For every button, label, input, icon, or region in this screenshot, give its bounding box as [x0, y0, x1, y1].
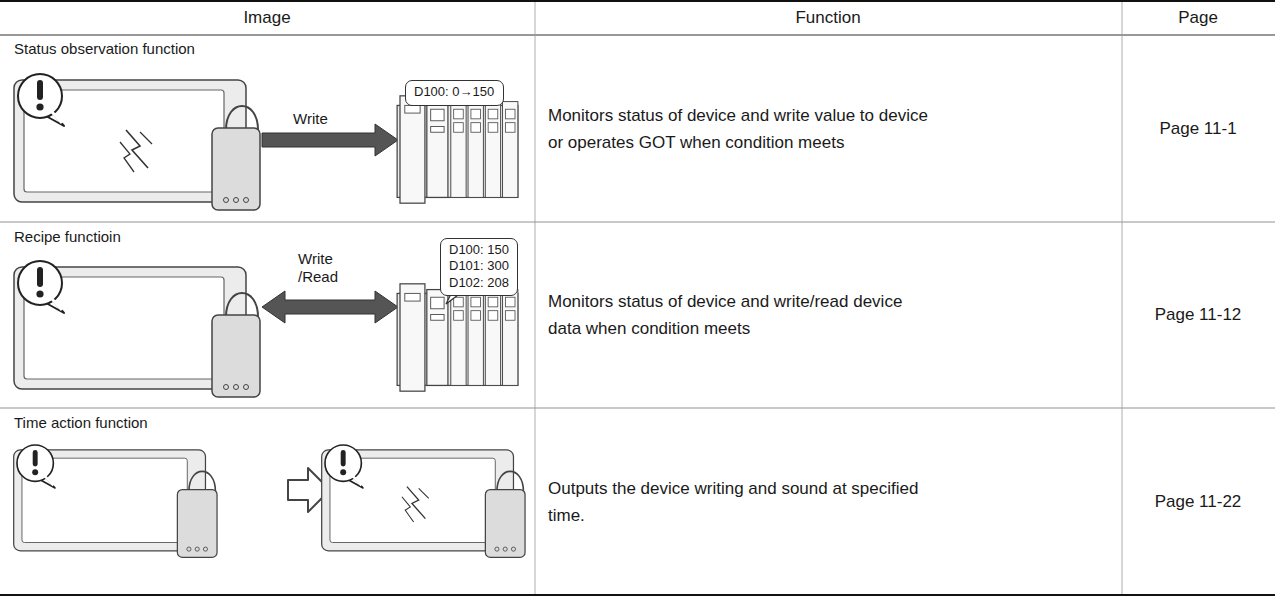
- page-reference: Page 11-12: [1155, 305, 1242, 325]
- device-value-callout: D100: 0→150: [405, 80, 504, 106]
- image-caption: Status observation function: [14, 40, 195, 58]
- function-description: Monitors status of device and write/read…: [548, 288, 938, 342]
- column-header: Function: [795, 8, 860, 28]
- function-description: Outputs the device writing and sound at …: [548, 475, 938, 529]
- function-description: Monitors status of device and write valu…: [548, 102, 938, 156]
- arrow-label: Write /Read: [298, 250, 350, 286]
- column-header: Image: [243, 8, 290, 28]
- device-value: D100: 0→150: [414, 84, 495, 100]
- page-reference: Page 11-22: [1155, 492, 1242, 512]
- device-value-callout: D100: 150D101: 300D102: 208: [440, 238, 518, 296]
- page-reference: Page 11-1: [1159, 119, 1236, 139]
- image-caption: Time action function: [14, 414, 148, 432]
- device-value: D101: 300: [449, 258, 509, 274]
- arrow-label: Write: [293, 110, 328, 128]
- device-value: D102: 208: [449, 275, 509, 291]
- image-caption: Recipe functioin: [14, 228, 121, 246]
- device-value: D100: 150: [449, 242, 509, 258]
- column-header: Page: [1178, 8, 1218, 28]
